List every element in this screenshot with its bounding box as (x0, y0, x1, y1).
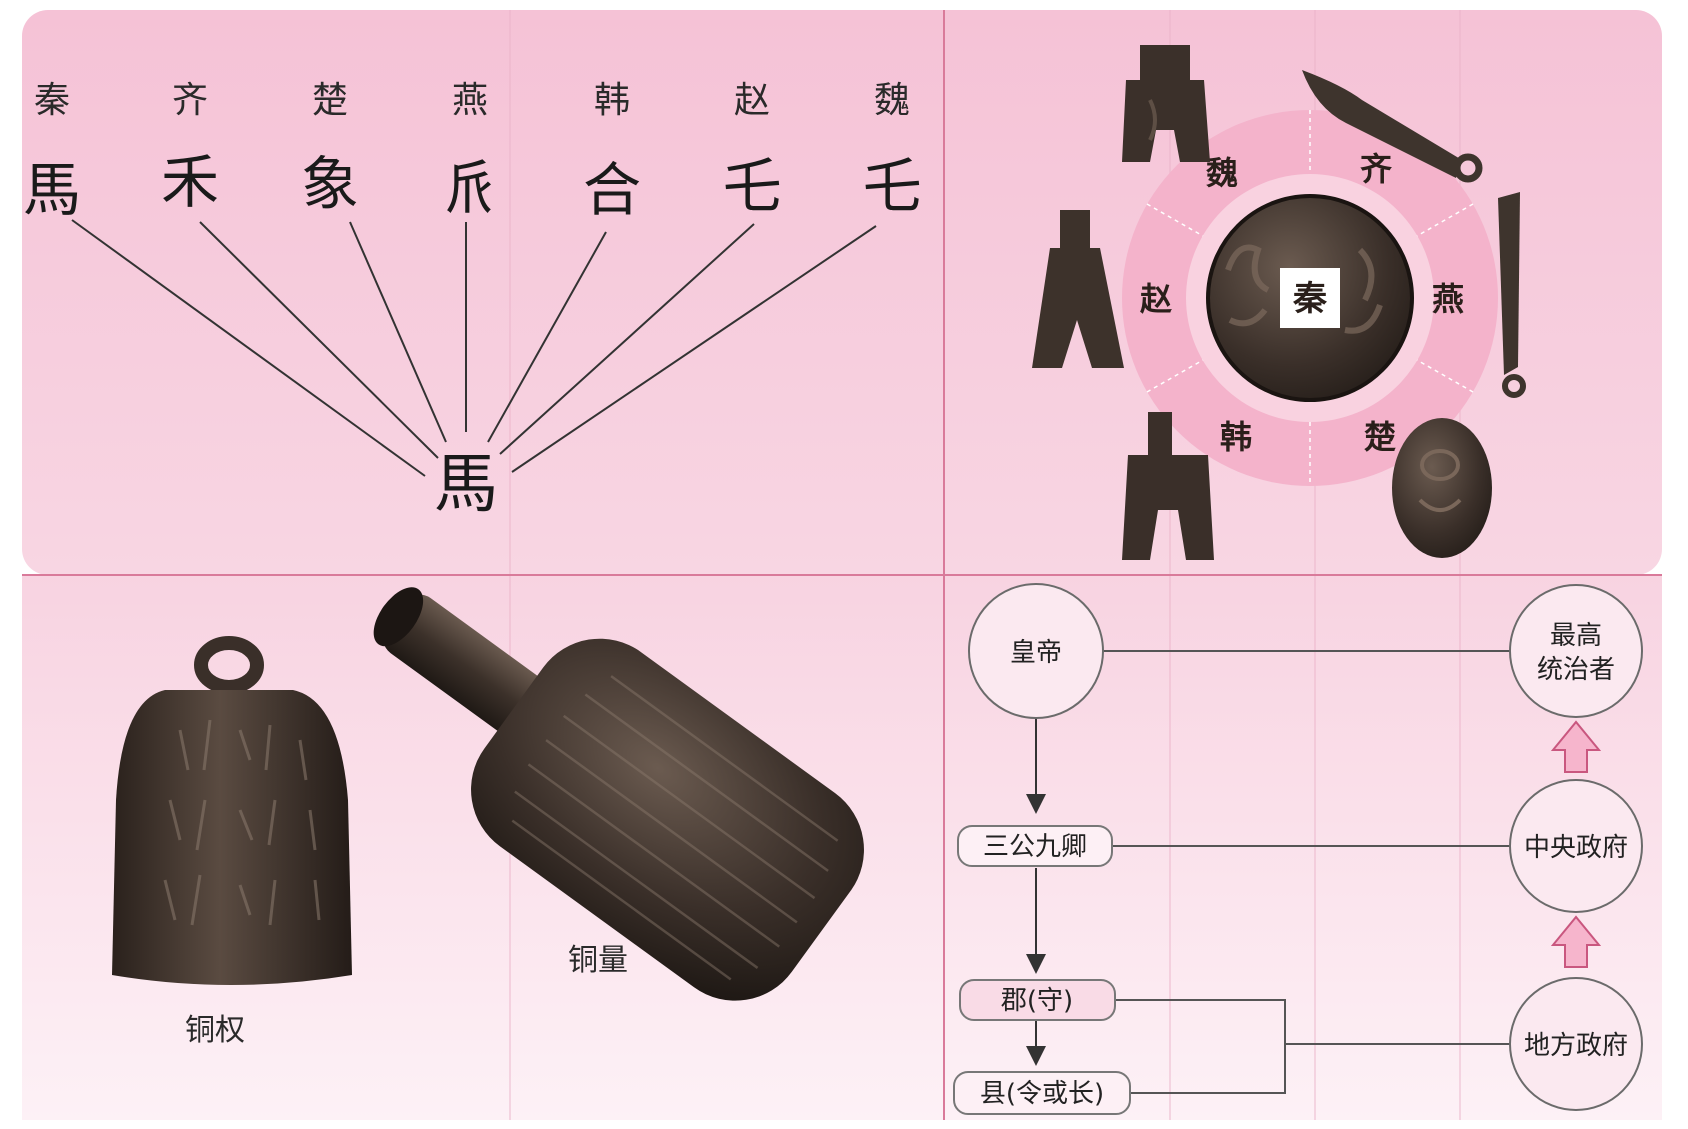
state-glyph: 象 (301, 150, 359, 218)
supreme-ruler-node (1509, 584, 1643, 718)
local-government-label: 地方政府 (1524, 1031, 1628, 1061)
ray-line (511, 225, 877, 473)
state-name: 魏 (874, 80, 910, 121)
ring-labels: 魏 齐赵 燕韩 楚 (1140, 150, 1464, 456)
bronze-weight-label: 铜权 (185, 1013, 245, 1048)
state-glyph: 馬 (23, 156, 81, 224)
bronze-measure (373, 587, 864, 1001)
bronze-weight (112, 636, 352, 985)
state-name: 赵 (734, 80, 770, 121)
ray-line (499, 223, 755, 455)
unified-seal-glyph: 馬 (434, 448, 498, 522)
up-arrow-local-to-central (1550, 915, 1602, 968)
currency-unification-panel: 秦 魏 齐赵 燕韩 楚 (1032, 45, 1526, 560)
state-glyph: 乇 (863, 152, 921, 220)
state-name: 楚 (312, 80, 348, 121)
ring-state-label: 赵 (1140, 280, 1172, 318)
ray-line (487, 231, 607, 443)
state-name: 齐 (172, 80, 208, 121)
supreme-ruler-label: 最高统治者 (1537, 621, 1615, 685)
knife-coin-top (1302, 70, 1483, 183)
government-structure-diagram: 皇帝 三公九卿 郡(守) 县(令或长) 最高统治者 中央政府 地方政府 (953, 583, 1643, 1115)
county-label: 县(令或长) (980, 1079, 1104, 1109)
state-name: 韩 (594, 80, 630, 121)
central-government-label: 中央政府 (1524, 833, 1628, 863)
central-government-node (1509, 779, 1643, 913)
emperor-node (968, 583, 1104, 719)
state-name: 燕 (452, 80, 488, 121)
state-glyph: 𠂢 (441, 154, 499, 222)
ring-state-label: 燕 (1432, 280, 1464, 318)
ministers-label: 三公九卿 (983, 832, 1087, 862)
spade-coin-bottom (1122, 412, 1214, 560)
knife-coin-right (1498, 192, 1526, 398)
connector-local-bracket (1115, 999, 1286, 1094)
ray-line (199, 221, 439, 459)
county-node (953, 1071, 1131, 1115)
up-arrow-central-to-ruler (1550, 720, 1602, 773)
local-government-node (1509, 977, 1643, 1111)
commandery-label: 郡(守) (1001, 986, 1073, 1016)
state-name: 秦 (34, 80, 70, 121)
ring-state-label: 魏 (1206, 154, 1238, 192)
coin-square-hole (1280, 268, 1340, 328)
ray-line (71, 219, 426, 477)
state-glyph: 乇 (723, 152, 781, 220)
emperor-label: 皇帝 (1010, 638, 1062, 668)
coin-center-label: 秦 (1292, 279, 1328, 319)
state-glyph: 禾 (161, 148, 219, 216)
ant-nose-coin (1392, 418, 1492, 558)
ring-state-label: 楚 (1364, 418, 1396, 456)
ray-line (349, 221, 447, 443)
state-glyph: 合 (583, 156, 641, 224)
measures-unification-panel: 铜权 铜量 (112, 587, 864, 1048)
spade-coin-left (1032, 210, 1124, 368)
ring-state-label: 韩 (1220, 418, 1252, 456)
bronze-measure-label: 铜量 (568, 943, 628, 978)
ministers-node (957, 825, 1113, 867)
ring-dividers (1146, 110, 1474, 486)
spade-coin-top (1122, 45, 1210, 162)
ring-state-label: 齐 (1360, 150, 1392, 188)
commandery-node (959, 979, 1116, 1021)
